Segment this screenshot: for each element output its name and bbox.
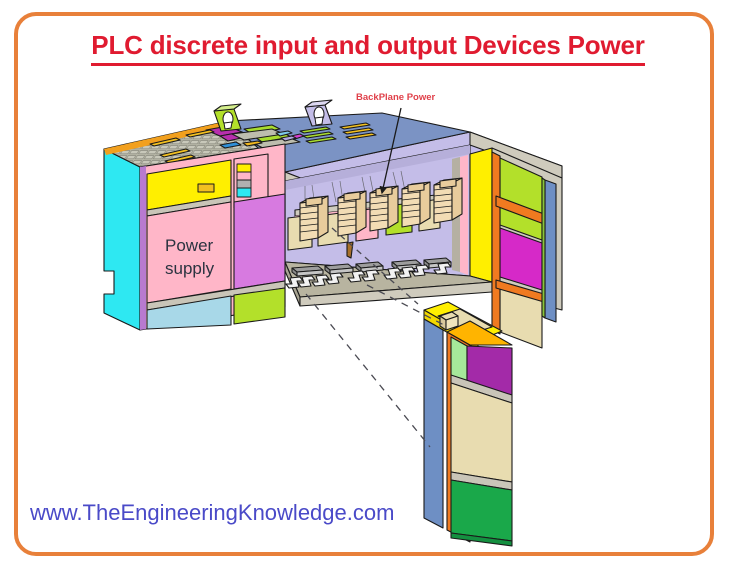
ps-led-cyan xyxy=(236,187,252,198)
backplane-connector-3 xyxy=(369,185,399,232)
page-title: PLC discrete input and output Devices Po… xyxy=(0,30,736,66)
chassis-group: Power supply xyxy=(103,99,563,547)
lifting-handle-right xyxy=(304,99,333,127)
backplane-power-label: BackPlane Power xyxy=(356,92,436,103)
ps-bottom-lightblue xyxy=(146,295,232,330)
detached-module xyxy=(423,301,513,547)
top-chip-lavender xyxy=(280,135,297,142)
power-supply-label-line1: Power xyxy=(165,236,214,255)
ps-right-face-purple xyxy=(233,193,286,290)
module-bottom-edge xyxy=(450,532,513,547)
leader-line-2 xyxy=(366,284,445,326)
rack-right-side-blue xyxy=(544,179,557,323)
rack-enclosure xyxy=(284,131,563,349)
module-top-face-orange xyxy=(446,320,513,346)
ps-left-side-cyan xyxy=(103,148,141,331)
rack-interior-yellow-wall xyxy=(469,147,493,283)
floor-terminal-pads xyxy=(291,257,452,277)
module-tray-connector-side xyxy=(445,315,459,331)
rack-right-side-green-edge xyxy=(541,177,546,319)
page-title-text: PLC discrete input and output Devices Po… xyxy=(91,30,645,66)
website-url: www.TheEngineeringKnowledge.com xyxy=(30,500,395,525)
ps-indicator-rect xyxy=(197,183,215,193)
floor-clips xyxy=(285,262,452,289)
ps-led-grey xyxy=(236,179,252,189)
backplane-connector-4 xyxy=(401,181,431,228)
top-stripe-yellow-1 xyxy=(149,137,181,147)
rack-right-orange-strip xyxy=(491,151,501,335)
ps-led-yellow xyxy=(236,163,252,173)
ps-bottom-green xyxy=(233,287,286,325)
backplane-connector-1 xyxy=(299,195,329,242)
leader-lines xyxy=(305,227,445,448)
top-chip-yellow xyxy=(242,140,263,147)
backplane-connector-5 xyxy=(433,177,463,224)
ps-main-face-pink xyxy=(146,201,232,304)
ps-led-pink xyxy=(236,171,252,181)
power-supply-module: Power supply xyxy=(103,99,471,331)
module-left-panel-blue xyxy=(423,318,444,529)
top-chip-blue xyxy=(219,141,242,149)
lifting-handle-left xyxy=(213,103,242,132)
top-stripe-yellow-2 xyxy=(185,129,215,138)
ps-top-edge-orange xyxy=(104,121,230,155)
module-face-green xyxy=(450,479,513,542)
rack-inner-top-lip xyxy=(285,145,470,190)
leader-line-1 xyxy=(305,293,431,448)
top-chip-cyan xyxy=(275,130,293,137)
power-supply-label-line2: supply xyxy=(165,259,215,278)
leader-line-3 xyxy=(331,227,419,305)
backplane-connector-2 xyxy=(337,190,367,237)
ps-front-left-strip xyxy=(140,166,146,330)
backplane-power-arrow xyxy=(379,107,402,195)
